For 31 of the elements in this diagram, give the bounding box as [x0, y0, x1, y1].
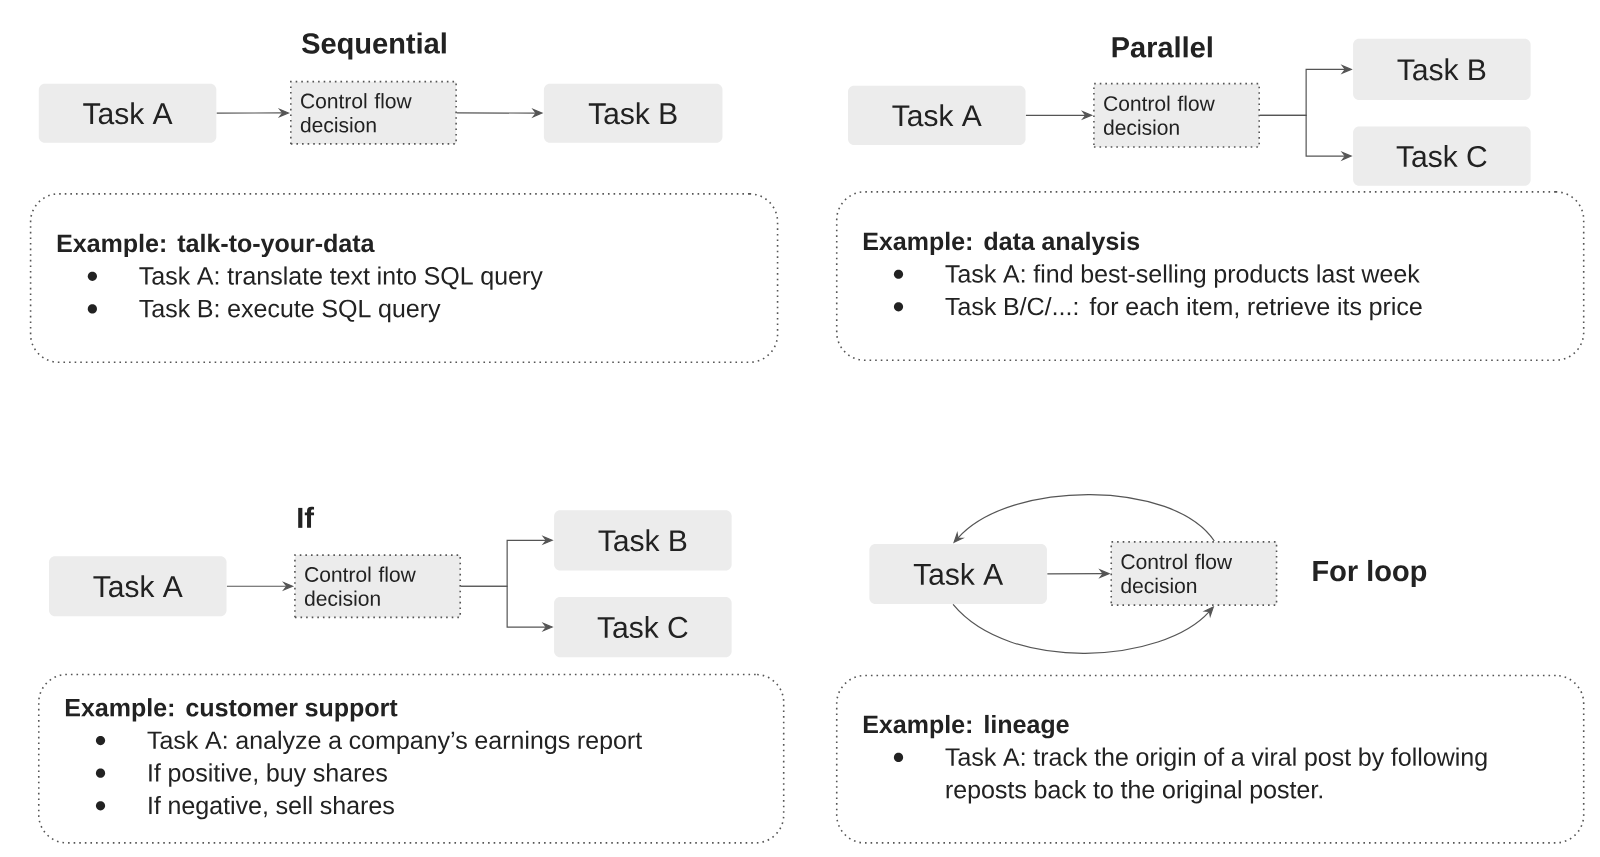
task-box: Task A: [38, 83, 217, 143]
task-box: Task C: [1353, 126, 1531, 186]
bullet-text: Task A: translate text into SQL query: [139, 266, 543, 290]
decision-box: Control flow decision: [1110, 541, 1278, 606]
example-box: [29, 193, 779, 364]
task-box: Task B: [543, 83, 723, 143]
panel-title: For loop: [1313, 559, 1427, 587]
example-box: [835, 674, 1585, 844]
bullet-text: If negative, sell shares: [149, 795, 394, 820]
bullet-text: Task B/C/...: for each item, retrieve its price: [945, 296, 1422, 321]
example-box: [835, 191, 1585, 361]
bullet-text: Task A: track the origin of a viral post by following reposts back to the original poster.: [945, 747, 1487, 804]
task-box: Task A: [847, 85, 1026, 145]
task-box: Task A: [49, 556, 227, 617]
task-box: Task C: [554, 596, 732, 658]
example-box: [37, 673, 785, 844]
example-heading: Example: customer support: [65, 698, 398, 722]
example-heading: Example: data analysis: [863, 231, 1140, 256]
decision-box: Control flow decision: [1093, 82, 1260, 148]
task-box: Task B: [554, 510, 732, 571]
decision-box: Control flow decision: [294, 554, 462, 619]
panel-title: If: [298, 506, 315, 528]
bullet-text: Task B: execute SQL query: [139, 299, 441, 323]
example-heading: Example: lineage: [863, 714, 1069, 739]
task-box: Task A: [869, 543, 1047, 605]
bullet-text: Task A: find best-selling products last week: [945, 264, 1420, 288]
bullet-text: Task A: analyze a company’s earnings report: [147, 730, 642, 755]
bullet-text: If positive, buy shares: [149, 763, 387, 787]
task-box: Task B: [1353, 38, 1531, 100]
decision-box: Control flow decision: [290, 80, 457, 145]
example-heading: Example: talk-to-your-data: [57, 233, 375, 258]
